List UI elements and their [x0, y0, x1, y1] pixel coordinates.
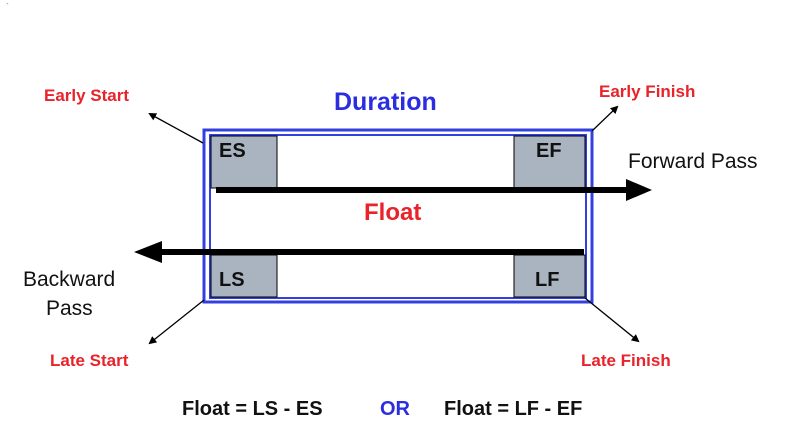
duration-title: Duration	[334, 88, 437, 116]
backward-pass-label-line1: Backward	[23, 268, 116, 291]
forward-pass-label: Forward Pass	[628, 150, 758, 173]
forward-pass-arrow-head	[626, 179, 652, 201]
late-start-pointer	[148, 299, 205, 345]
early-start-callout: Early Start	[44, 86, 130, 105]
backward-pass-label-line2: Pass	[46, 297, 93, 320]
ls-corner-box	[210, 254, 278, 298]
float-formula-lf-ef: Float = LF - EF	[444, 398, 583, 420]
early-finish-pointer	[591, 105, 619, 132]
late-start-callout: Late Start	[50, 351, 129, 370]
ef-label: EF	[536, 140, 562, 162]
backward-pass-arrow-head	[134, 241, 162, 263]
late-finish-callout: Late Finish	[581, 351, 671, 370]
es-label: ES	[219, 140, 246, 162]
float-label: Float	[364, 199, 422, 226]
ef-corner-box	[513, 135, 586, 189]
ls-label: LS	[219, 269, 245, 291]
lf-label: LF	[535, 269, 560, 291]
stray-mark: `	[6, 2, 9, 12]
early-finish-callout: Early Finish	[599, 82, 696, 101]
float-formula-ls-es: Float = LS - ES	[182, 398, 323, 420]
late-finish-pointer	[584, 297, 640, 343]
early-start-pointer	[148, 113, 204, 144]
formula-or-connector: OR	[380, 398, 410, 420]
activity-box-inner-border	[209, 134, 587, 299]
